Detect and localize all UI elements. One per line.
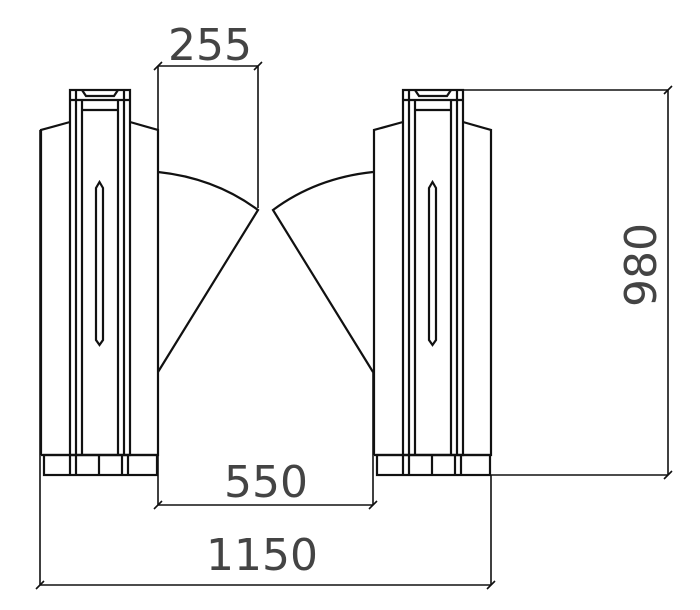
- left-cabinet: [39, 88, 160, 477]
- right-cabinet: [372, 88, 493, 477]
- right-flap: [271, 170, 374, 373]
- total-width-label: 1150: [206, 530, 318, 581]
- flaps: [157, 170, 374, 373]
- dimension-lines: [35, 61, 673, 590]
- passage-width-label: 550: [224, 457, 308, 508]
- height-label: 980: [616, 223, 667, 307]
- left-flap: [157, 170, 260, 373]
- flap-width-label: 255: [168, 20, 252, 71]
